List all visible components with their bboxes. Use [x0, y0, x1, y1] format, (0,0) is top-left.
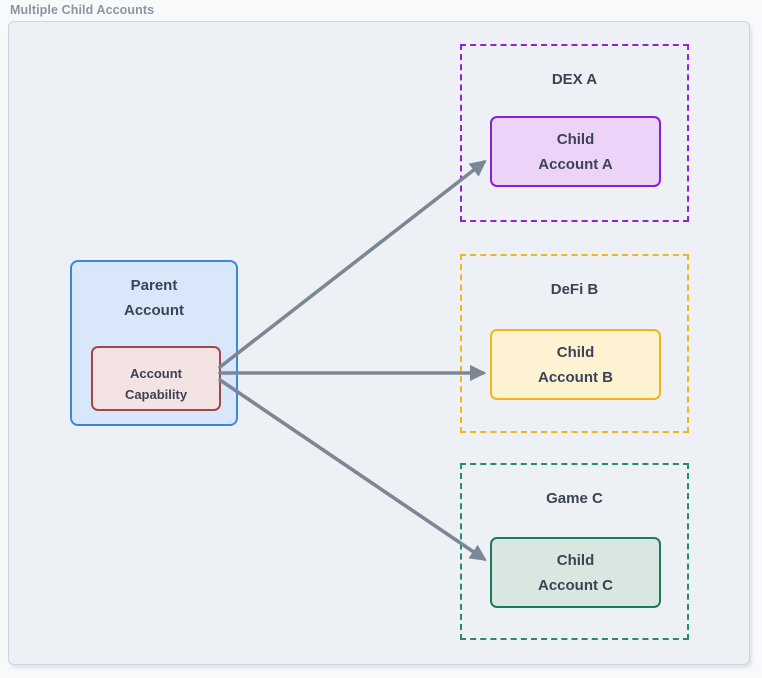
- child-account-a-label: Child Account A: [538, 130, 613, 173]
- child-account-c-label: Child Account C: [538, 551, 613, 594]
- parent-account-node[interactable]: Parent Account Account Capability: [70, 260, 238, 426]
- child-account-b-label: Child Account B: [538, 343, 613, 386]
- child-account-a-node[interactable]: Child Account A: [490, 116, 661, 187]
- group-defi-b: DeFi B Child Account B: [460, 254, 689, 433]
- group-dex-a: DEX A Child Account A: [460, 44, 689, 222]
- group-game-c: Game C Child Account C: [460, 463, 689, 640]
- diagram-title: Multiple Child Accounts: [10, 3, 155, 17]
- group-dex-a-title: DEX A: [551, 71, 598, 88]
- group-game-c-title: Game C: [546, 490, 603, 507]
- account-capability-label: Account Capability: [124, 366, 188, 402]
- parent-account-label: Parent Account: [124, 277, 184, 319]
- diagram-canvas: Parent Account Account Capability DEX A …: [8, 21, 750, 665]
- account-capability-node[interactable]: Account Capability: [91, 346, 221, 411]
- group-defi-b-title: DeFi B: [550, 281, 599, 298]
- child-account-c-node[interactable]: Child Account C: [490, 537, 661, 608]
- child-account-b-node[interactable]: Child Account B: [490, 329, 661, 400]
